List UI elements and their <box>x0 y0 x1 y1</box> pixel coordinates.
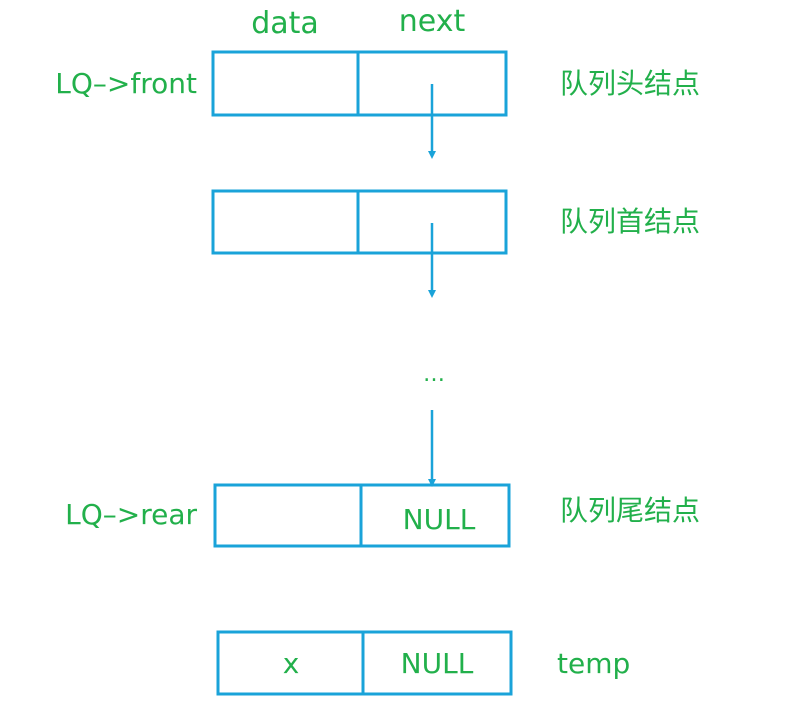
temp-node-next-value: NULL <box>401 647 474 680</box>
head-node-description: 队列头结点 <box>560 67 700 100</box>
first-node <box>211 189 508 255</box>
head-node <box>211 50 508 117</box>
next-field-header: next <box>399 4 466 39</box>
first-node-description: 队列首结点 <box>560 205 700 238</box>
rear-node-next-cell <box>359 483 511 548</box>
rear-pointer-label: LQ–>rear <box>65 498 197 531</box>
temp-node-next-cell <box>361 630 513 696</box>
temp-node <box>216 630 513 696</box>
data-field-header: data <box>251 6 319 41</box>
temp-node-data-value: x <box>283 647 300 680</box>
rear-node-next-value: NULL <box>403 503 476 536</box>
temp-node-description: temp <box>557 647 630 680</box>
ellipsis: … <box>423 362 445 387</box>
rear-node-data-cell <box>213 483 363 548</box>
head-node-data-cell <box>211 50 360 117</box>
rear-node <box>213 483 511 548</box>
rear-node-description: 队列尾结点 <box>560 494 700 527</box>
first-node-data-cell <box>211 189 360 255</box>
front-pointer-label: LQ–>front <box>55 67 197 100</box>
